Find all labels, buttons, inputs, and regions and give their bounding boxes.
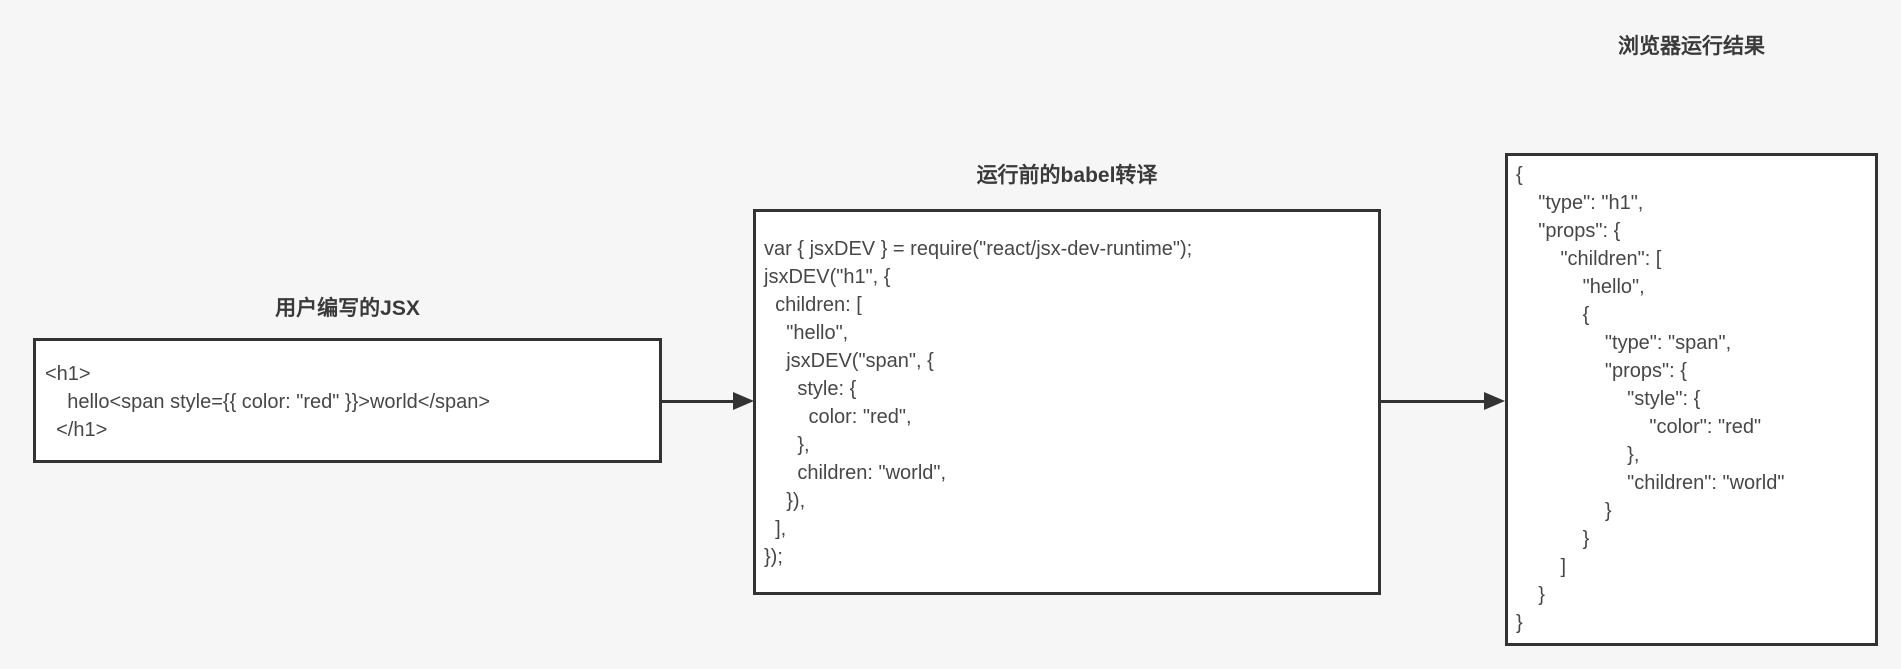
- babel-output-code: var { jsxDEV } = require("react/jsx-dev-…: [764, 238, 1193, 568]
- babel-output-title: 运行前的babel转译: [976, 164, 1158, 187]
- browser-result-code: { "type": "h1", "props": { "children": […: [1516, 164, 1785, 634]
- babel-output-box: var { jsxDEV } = require("react/jsx-dev-…: [753, 209, 1381, 595]
- arrow-right-icon: [733, 392, 754, 410]
- browser-result-title: 浏览器运行结果: [1618, 35, 1765, 58]
- arrow-right-icon: [1484, 392, 1505, 410]
- jsx-source-box: <h1> hello<span style={{ color: "red" }}…: [33, 338, 662, 463]
- jsx-source-code: <h1> hello<span style={{ color: "red" }}…: [45, 363, 491, 441]
- arrow-babel-to-result-line: [1381, 400, 1486, 403]
- jsx-source-title: 用户编写的JSX: [275, 297, 420, 320]
- arrow-jsx-to-babel-line: [662, 400, 735, 403]
- browser-result-box: { "type": "h1", "props": { "children": […: [1505, 153, 1878, 646]
